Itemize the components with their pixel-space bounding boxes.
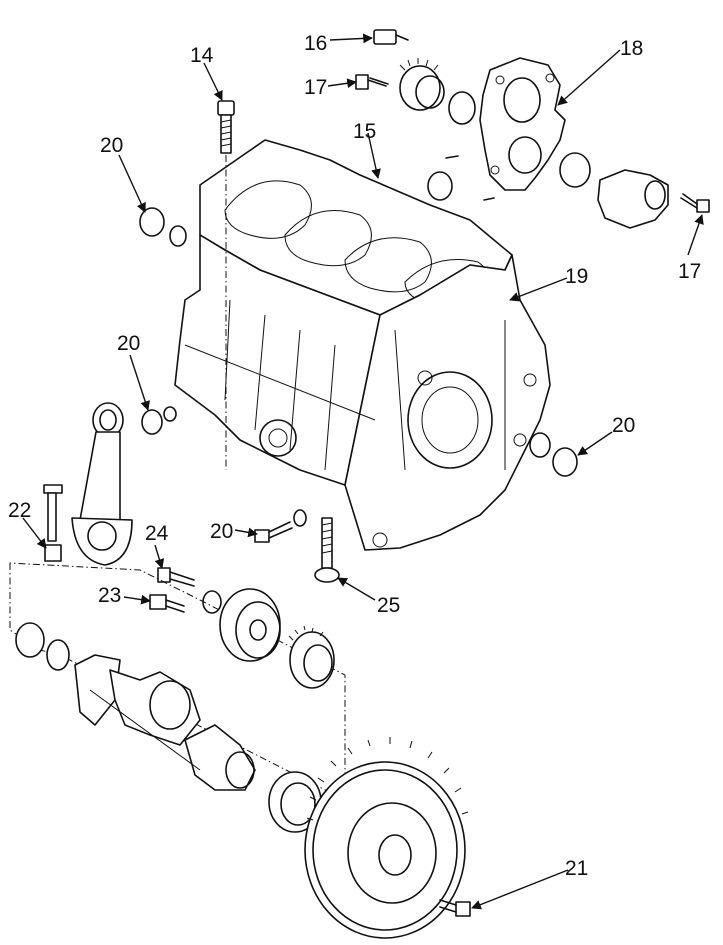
head-bolt-14 (217, 100, 235, 154)
dowel-pin (483, 197, 495, 201)
bolt-17-upper (355, 74, 389, 90)
front-oil-seal (15, 622, 45, 658)
bolt-23 (149, 594, 185, 613)
callout-14: 14 (190, 44, 214, 67)
crank-pulley (219, 588, 281, 662)
flywheel-bolt-21 (439, 899, 471, 917)
bolt-25 (314, 517, 340, 583)
callout-16: 16 (304, 32, 327, 55)
bolt-17-right (680, 193, 710, 213)
crank-gear (46, 639, 70, 671)
water-pump-impeller (399, 58, 445, 111)
core-plug-right (529, 432, 578, 477)
timing-sprocket (288, 625, 335, 689)
callout-18: 18 (620, 37, 643, 60)
thermostat-gasket (559, 152, 591, 188)
callout-20-upper-left: 20 (100, 134, 123, 157)
parts-group-outline (9, 562, 346, 801)
callout-20-lower: 20 (210, 520, 233, 543)
connecting-rod (71, 402, 133, 566)
dowel-pin (445, 155, 459, 159)
bolt-24 (157, 567, 195, 587)
thermostat-housing (597, 169, 669, 229)
callout-19: 19 (565, 265, 588, 288)
core-plug-upper-left (139, 207, 187, 247)
callout-22: 22 (8, 499, 31, 522)
callout-25: 25 (377, 594, 400, 617)
rear-oil-seal (268, 771, 322, 833)
water-pump-housing (479, 57, 566, 191)
housing-o-ring (427, 171, 453, 201)
flywheel (304, 737, 469, 939)
callout-20-right: 20 (612, 414, 635, 437)
drain-plug-mid-left (141, 406, 177, 435)
callout-17-upper: 17 (304, 76, 327, 99)
cylinder-block (174, 139, 551, 551)
rod-bolt-22 (43, 484, 63, 562)
stud-bolt-16 (373, 29, 409, 45)
pump-gasket (448, 91, 476, 125)
callout-20-mid-left: 20 (117, 332, 140, 355)
leader-lines (22, 33, 704, 910)
callout-24: 24 (145, 522, 169, 545)
crankshaft (74, 654, 256, 791)
callout-17-right: 17 (678, 260, 701, 283)
callout-15: 15 (353, 120, 376, 143)
washer (202, 590, 222, 614)
callout-21: 21 (565, 857, 588, 880)
callout-23: 23 (98, 584, 121, 607)
bolt-20-lower (254, 509, 307, 543)
